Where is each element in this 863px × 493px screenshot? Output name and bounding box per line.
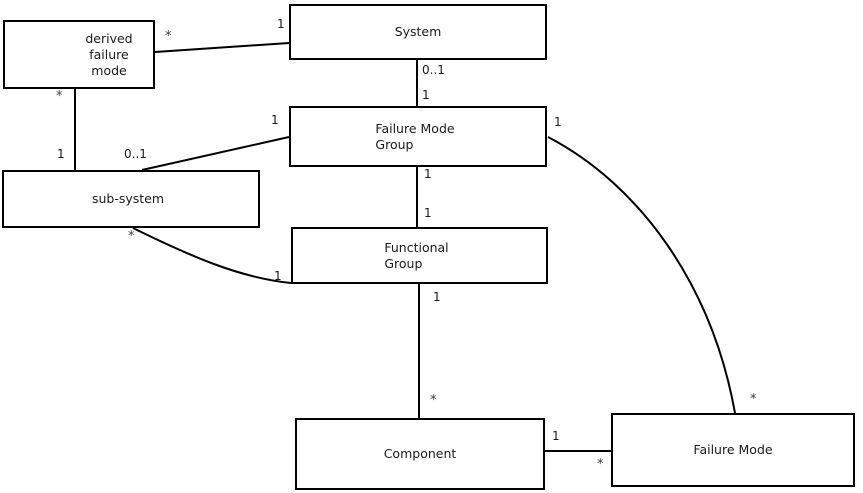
multiplicity-label: 1 [424, 206, 432, 220]
multiplicity-label: * [597, 457, 604, 472]
class-box-component[interactable]: Component [295, 418, 545, 490]
multiplicity-label: * [430, 393, 437, 408]
class-box-system[interactable]: System [289, 4, 547, 60]
multiplicity-label: 1 [277, 17, 285, 31]
class-name-failure-mode-group: Failure Mode Group [375, 120, 455, 152]
class-name-system: System [394, 24, 442, 39]
multiplicity-label: 0..1 [422, 63, 445, 77]
multiplicity-label: 1 [274, 269, 282, 283]
association-derived-system [154, 42, 290, 53]
multiplicity-label: 1 [57, 147, 65, 161]
association-subsystem-functionalgroup [132, 227, 292, 284]
multiplicity-label: 1 [424, 167, 432, 181]
multiplicity-label: 1 [271, 113, 279, 127]
multiplicity-label: 1 [552, 429, 560, 443]
multiplicity-label: 1 [433, 290, 441, 304]
class-name-sub-system: sub-system [91, 191, 165, 206]
class-box-functional-group[interactable]: Functional Group [291, 227, 548, 284]
class-box-derived-failure-mode[interactable]: derived failure mode [3, 20, 155, 89]
class-box-sub-system[interactable]: sub-system [2, 170, 260, 228]
association-subsystem-failuremodegroup [141, 136, 290, 171]
multiplicity-label: * [750, 392, 757, 407]
class-box-failure-mode[interactable]: Failure Mode [611, 413, 855, 487]
multiplicity-label: * [56, 89, 63, 104]
multiplicity-label: 1 [554, 115, 562, 129]
association-failuremodegroup-failuremode [547, 136, 736, 414]
multiplicity-label: 1 [422, 88, 430, 102]
class-name-derived-failure-mode: derived failure mode [85, 30, 133, 78]
multiplicity-label: * [128, 229, 135, 244]
class-name-failure-mode: Failure Mode [693, 442, 773, 457]
multiplicity-label: 0..1 [124, 147, 147, 161]
multiplicity-label: * [165, 29, 172, 44]
class-box-failure-mode-group[interactable]: Failure Mode Group [289, 106, 547, 167]
class-name-component: Component [383, 446, 457, 461]
class-name-functional-group: Functional Group [384, 239, 449, 271]
